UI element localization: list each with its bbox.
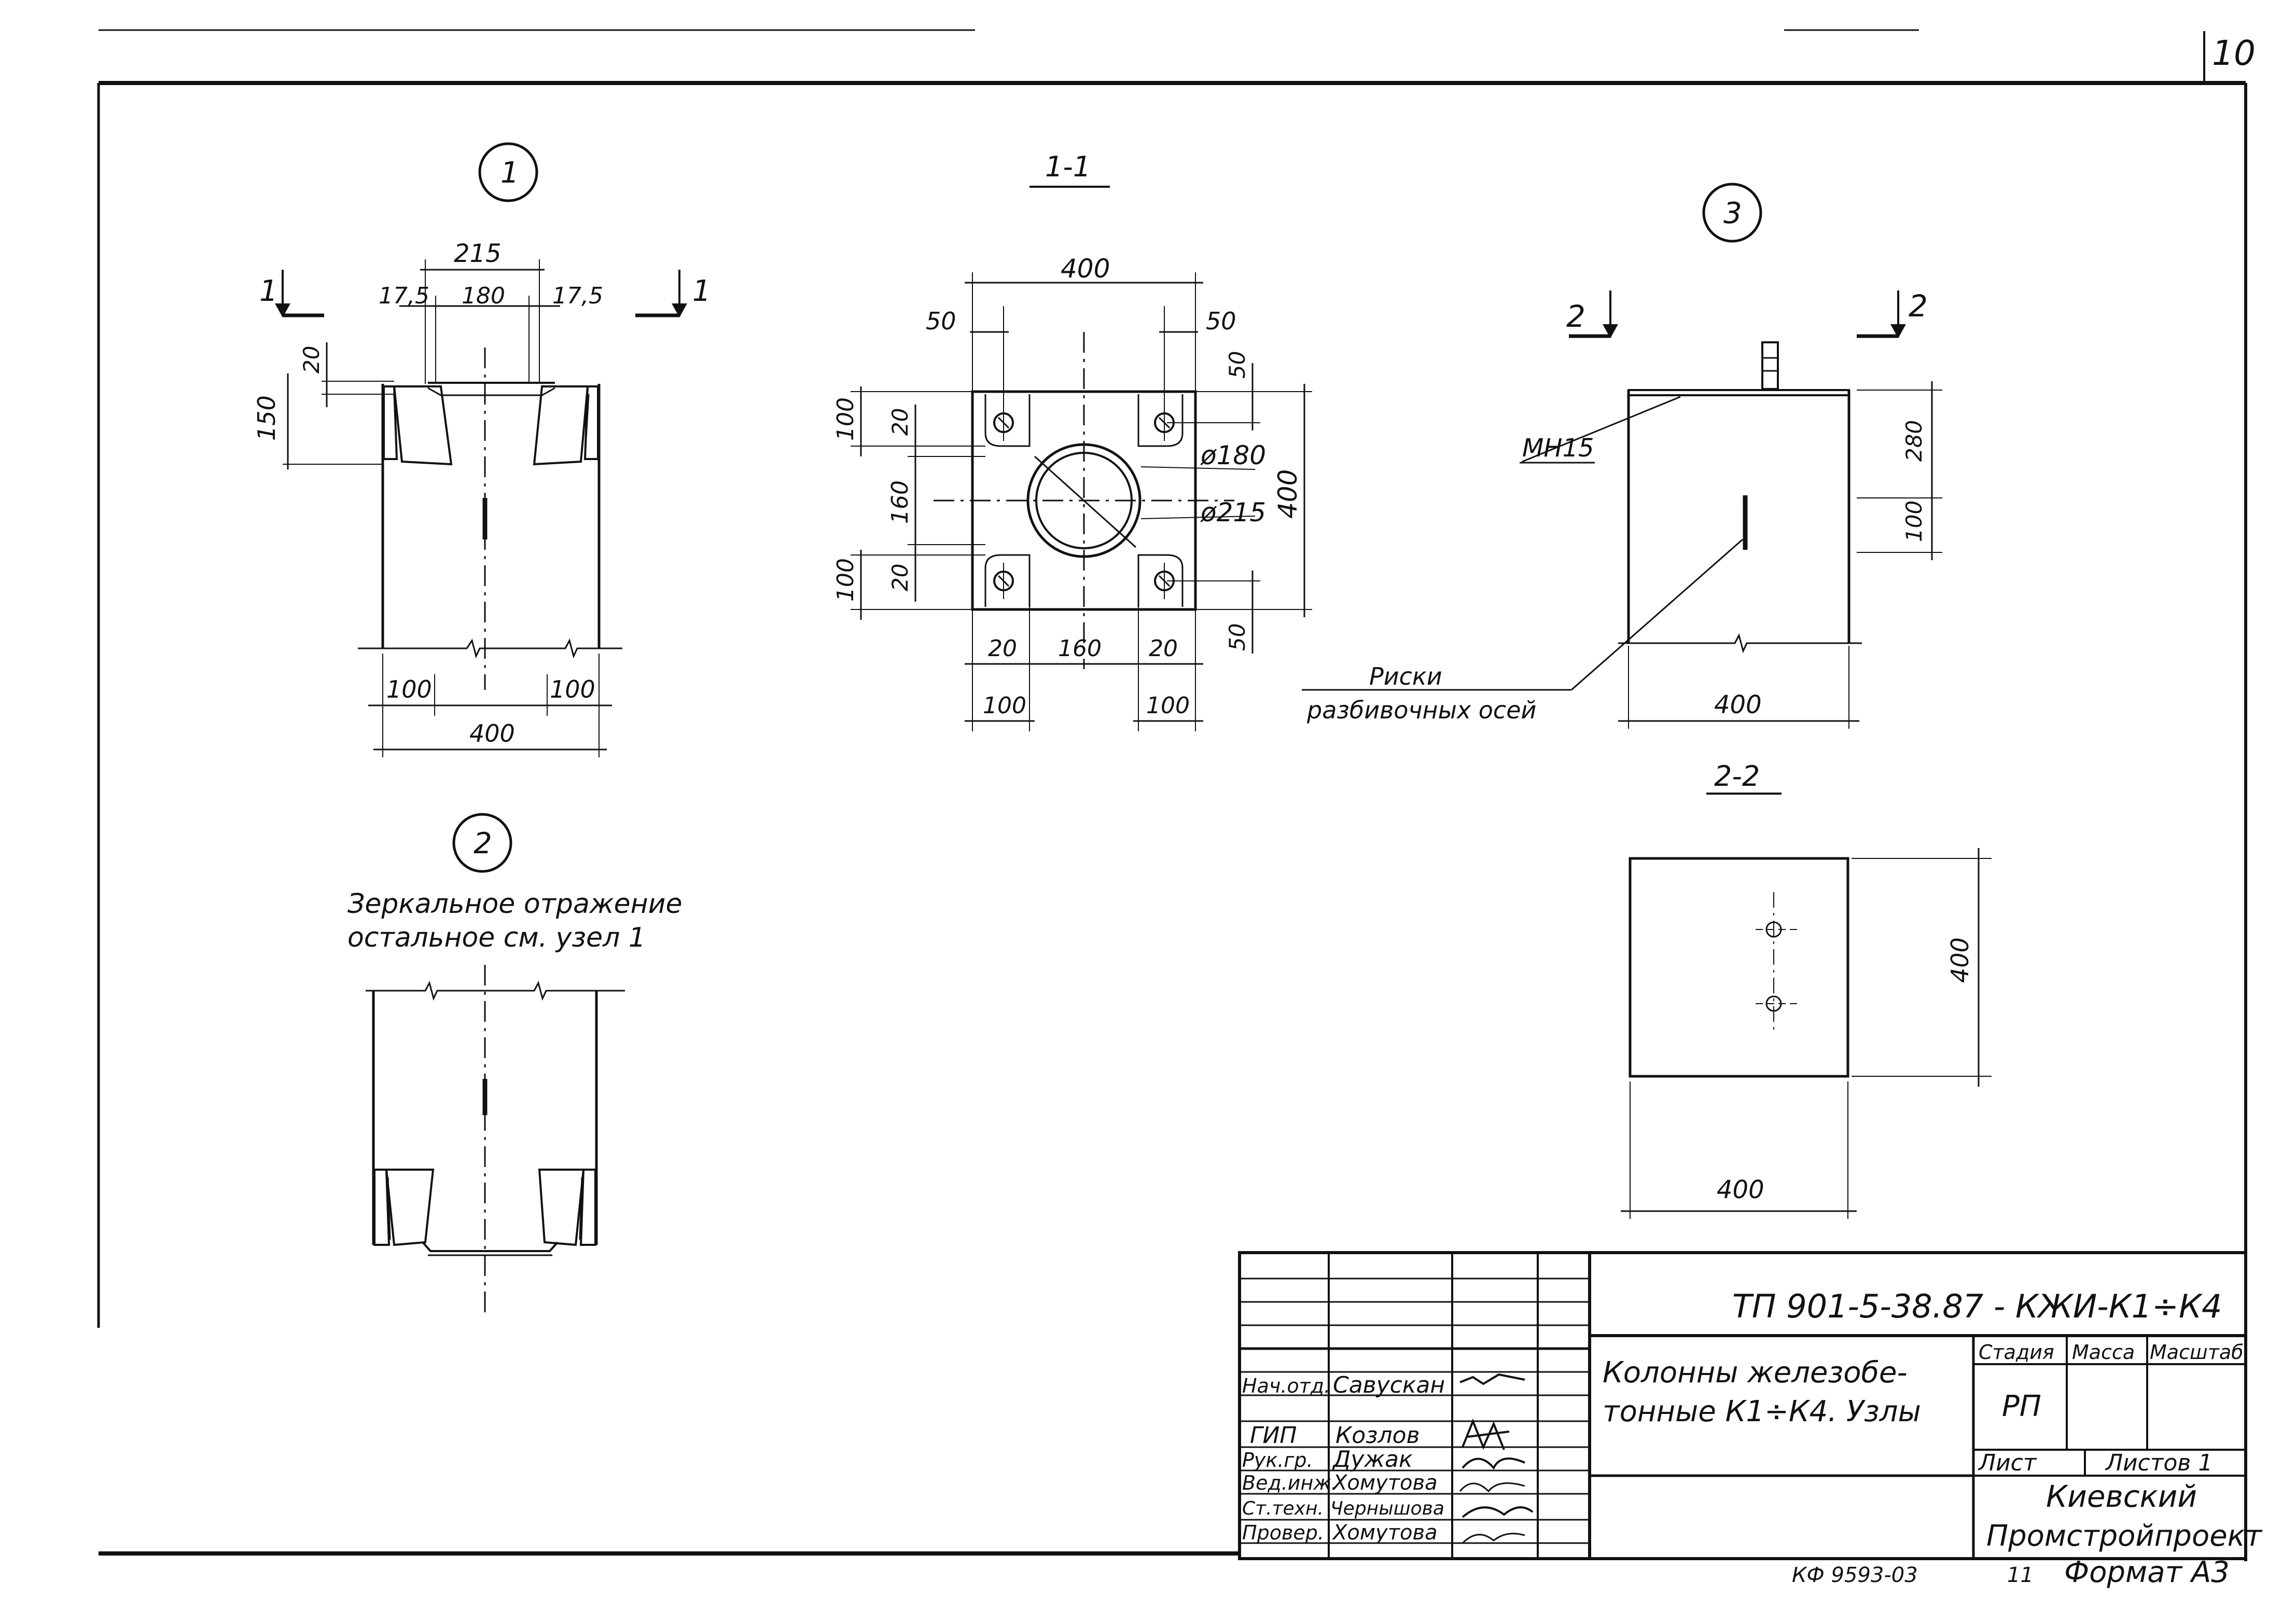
section-2-2: 2-2 400 400 [1621,760,1992,1219]
sheets-label: Листов 1 [2105,1450,2212,1476]
section-1-1: 1-1 ø180 ø215 [832,150,1312,731]
node-2-note-line1: Зеркальное отражение [347,889,682,920]
title-block: ТП 901-5-38.87 - КЖИ-К1÷К4 Колонны желез… [1238,1251,2262,1560]
node-1-dim-180: 180 [462,283,505,309]
name-2: Козлов [1335,1422,1420,1449]
node-3-note-line1: Риски [1369,662,1442,690]
section-1-1-dim-50-rtop: 50 [1224,351,1250,379]
section-1-1-dim-50-right: 50 [1206,307,1236,335]
organization-line2: Промстройпроект [1986,1519,2262,1553]
node-1-dim-100-right: 100 [550,675,595,703]
section-1-1-dim-50-rbot: 50 [1224,623,1250,651]
organization-line1: Киевский [2046,1479,2197,1514]
sheet-counter: 11 [2007,1563,2034,1587]
signatures [1459,1373,1534,1544]
node-3: 3 2 2 МН15 Риски разбивочных осей 280 10… [1302,183,1942,729]
node-1-cut-right: 1 [692,274,711,308]
sheet-footer: КФ 9593-03 11 Формат А3 [1792,1556,2230,1589]
section-2-2-title: 2-2 [1714,760,1760,793]
node-2: 2 Зеркальное отражение остальное см. узе… [347,813,682,1317]
node-3-dim-280: 280 [1901,420,1927,462]
node-3-dim-100: 100 [1901,501,1927,542]
sheet-frame [97,29,2247,1561]
role-3: Рук.гр. [1242,1449,1313,1472]
node-1-dim-150: 150 [253,395,281,441]
name-5: Чернышова [1330,1498,1444,1519]
section-2-2-dim-400-bottom: 400 [1717,1175,1764,1204]
drawing-title-line1: Колонны железобе- [1603,1356,1908,1390]
section-1-1-d180: ø180 [1200,440,1266,470]
node-2-note-line2: остальное см. узел 1 [347,922,646,953]
section-1-1-dim-400-top: 400 [1061,254,1110,284]
node-1-dim-20: 20 [299,346,324,373]
node-1: 1 1 1 215 17,5 180 17,5 [253,142,711,757]
role-1: Нач.отд. [1242,1375,1330,1397]
section-1-1-dim-20-bleft: 20 [988,635,1017,662]
role-5: Ст.техн. [1242,1498,1324,1519]
drawing-code: ТП 901-5-38.87 - КЖИ-К1÷К4 [1732,1287,2222,1325]
node-3-cut-right: 2 [1909,288,1928,324]
section-1-1-dim-100-bright: 100 [1146,692,1190,719]
section-1-1-dim-100-ltop: 100 [832,397,859,441]
section-1-1-dim-20-ltop: 20 [887,408,913,436]
format-label: Формат А3 [2064,1556,2230,1589]
name-4: Хомутова [1332,1471,1438,1495]
node-3-dim-400: 400 [1714,690,1762,719]
node-1-dim-215: 215 [454,239,502,268]
node-1-dim-17-5-left: 17,5 [379,283,429,309]
section-1-1-dim-160-left: 160 [887,480,913,524]
node-3-plate-label: МН15 [1522,434,1594,463]
role-2: ГИП [1250,1422,1297,1449]
node-2-marker: 2 [474,827,492,860]
node-1-dim-100-left: 100 [386,675,432,703]
section-1-1-dim-50-left: 50 [926,307,956,335]
name-3: Дужак [1332,1446,1413,1473]
node-1-dim-400: 400 [469,719,515,747]
section-1-1-dim-20-bright: 20 [1149,635,1178,662]
stage-header: Стадия [1979,1341,2054,1364]
section-2-2-dim-400-right: 400 [1946,937,1974,983]
node-1-marker: 1 [500,156,519,190]
drawing-title-line2: тонные К1÷К4. Узлы [1603,1395,1921,1428]
role-6: Провер. [1242,1521,1324,1544]
role-4: Вед.инж. [1242,1472,1338,1494]
node-1-cut-left: 1 [259,274,278,308]
node-3-note-line2: разбивочных осей [1306,696,1536,724]
mass-header: Масса [2072,1341,2135,1364]
node-3-marker: 3 [1723,197,1742,230]
node-1-dim-17-5-right: 17,5 [552,283,603,309]
node-3-cut-left: 2 [1566,299,1585,334]
section-1-1-dim-160-bottom: 160 [1058,635,1102,662]
section-1-1-dim-100-lbot: 100 [832,558,859,602]
name-1: Савускан [1333,1372,1445,1398]
section-1-1-dim-20-lbot: 20 [887,564,913,591]
section-1-1-title: 1-1 [1045,150,1091,183]
sheet-label: Лист [1978,1450,2037,1476]
section-1-1-d215: ø215 [1200,497,1266,528]
name-6: Хомутова [1332,1521,1438,1545]
archive-number: КФ 9593-03 [1792,1563,1918,1587]
scale-header: Масштаб [2150,1341,2244,1364]
section-1-1-dim-100-bleft: 100 [983,692,1026,719]
section-1-1-dim-400-right: 400 [1273,469,1303,519]
stage-value: РП [2002,1390,2041,1423]
sheet-number: 10 [2212,33,2256,73]
